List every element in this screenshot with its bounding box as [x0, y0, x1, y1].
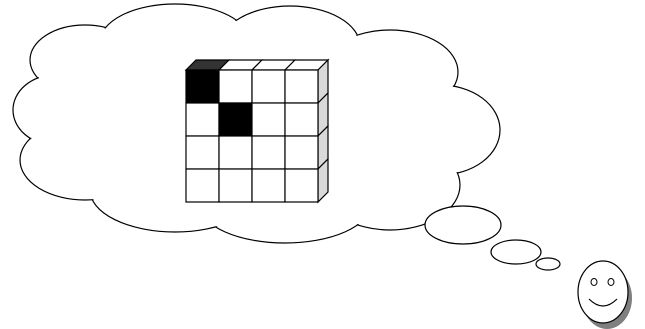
grid-cell	[219, 169, 252, 202]
smiley-right-eye	[608, 279, 614, 286]
grid-cube	[186, 60, 328, 202]
grid-cell	[285, 70, 318, 103]
grid-cell-filled	[186, 70, 219, 103]
grid-cell	[252, 103, 285, 136]
grid-cell	[219, 136, 252, 169]
grid-cell	[186, 169, 219, 202]
grid-cell	[186, 103, 219, 136]
thought-bubble-large	[425, 206, 501, 244]
grid-cell	[285, 103, 318, 136]
grid-cell	[285, 136, 318, 169]
smiley-face-icon	[578, 261, 632, 329]
grid-cell	[252, 136, 285, 169]
smiley-left-eye	[591, 279, 597, 286]
thought-bubble-medium	[491, 240, 541, 264]
grid-cell	[252, 169, 285, 202]
grid-cell	[186, 136, 219, 169]
grid-cell	[252, 70, 285, 103]
grid-cell	[285, 169, 318, 202]
grid-cell	[219, 70, 252, 103]
thought-bubbles	[425, 206, 560, 270]
thought-bubble-small	[536, 258, 560, 270]
grid-cell-filled	[219, 103, 252, 136]
